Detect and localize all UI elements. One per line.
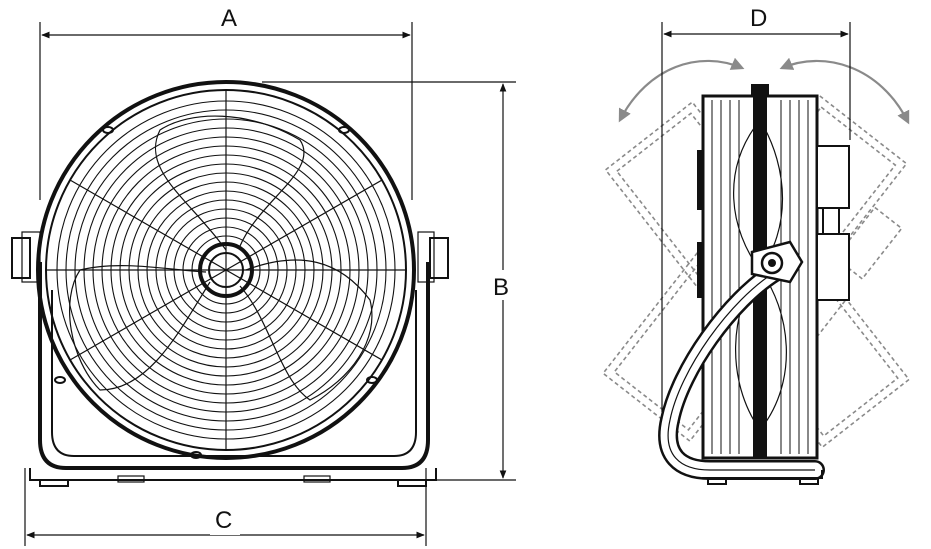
dimension-a: A <box>39 5 413 200</box>
dimension-a-label: A <box>221 5 237 32</box>
side-view <box>602 57 911 485</box>
dimension-c: C <box>24 468 427 546</box>
front-knob-right <box>429 237 449 279</box>
front-outer-rim <box>36 80 416 460</box>
front-grille-spokes <box>46 90 406 450</box>
front-stand-yoke <box>38 262 430 470</box>
front-foot-left <box>39 479 69 487</box>
front-foot-right <box>397 479 427 487</box>
front-pad-right <box>303 475 331 483</box>
front-hub-outer <box>198 242 254 298</box>
front-stand-inner <box>51 290 417 457</box>
front-base <box>29 468 437 481</box>
front-knob-left <box>11 237 31 279</box>
dimension-d-label: D <box>750 5 767 32</box>
front-fan-blades <box>69 115 373 401</box>
side-motor-lower <box>816 233 850 301</box>
front-view <box>11 80 449 487</box>
tilt-arrow-left <box>618 57 745 123</box>
dimension-b: B <box>262 81 518 481</box>
front-knob-right-collar <box>417 231 435 283</box>
side-clip-upper <box>697 150 703 210</box>
front-hub-inner <box>208 252 244 288</box>
dimension-d: D <box>661 5 851 412</box>
front-pad-left <box>117 475 145 483</box>
dimension-c-label: C <box>215 507 232 534</box>
side-clip-lower <box>697 242 703 298</box>
side-base <box>702 470 823 479</box>
side-motor-upper <box>816 145 850 209</box>
dimension-b-label: B <box>493 274 509 301</box>
front-rim-clips <box>54 126 378 459</box>
